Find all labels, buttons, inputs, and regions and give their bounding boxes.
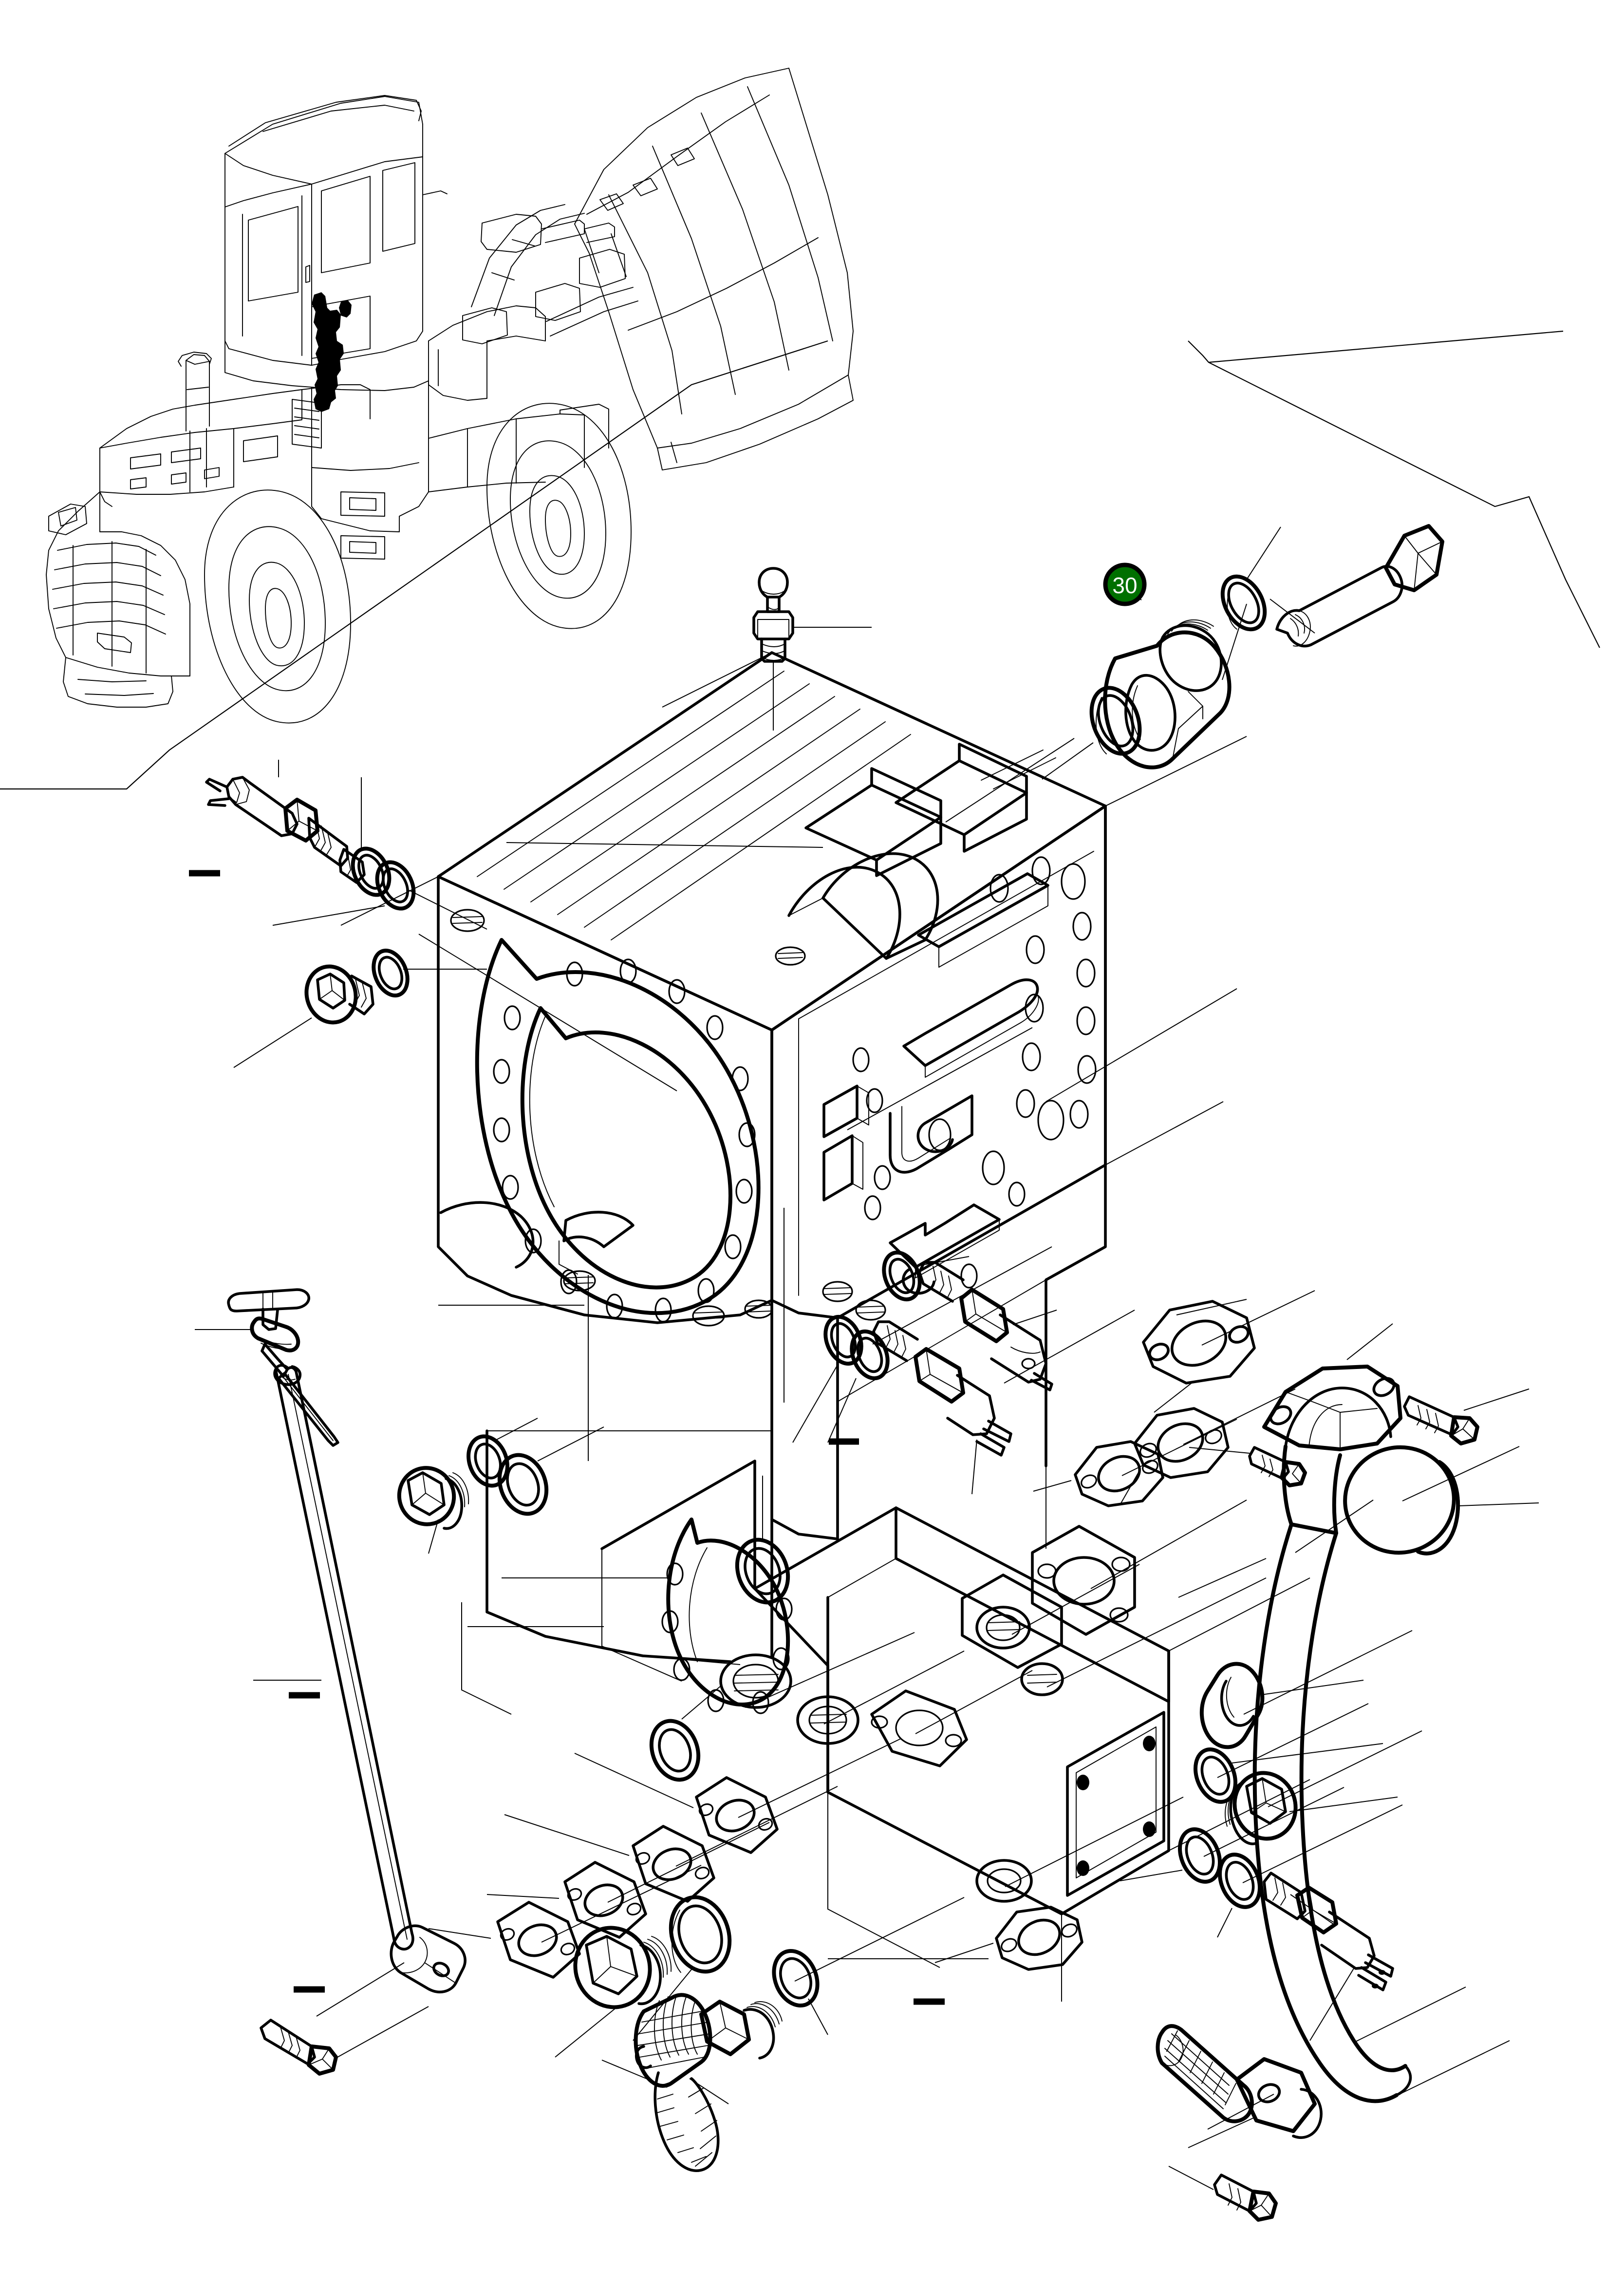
callout-30-label: 30 — [1112, 573, 1137, 598]
hex-union-bolt — [1269, 524, 1444, 648]
small-flange-gasket-left — [1033, 1440, 1164, 1507]
blank-dash-bottom-left — [289, 1692, 320, 1699]
sender-switch-lower — [1263, 1872, 1394, 2041]
loader-front-chassis — [428, 404, 609, 492]
cover-flange-gasket — [1120, 1381, 1230, 1505]
extension-lines — [418, 738, 1520, 2096]
dipstick-bracket-bolt — [260, 2006, 429, 2076]
port-plug-o-ring-lower-b — [1217, 1853, 1262, 1938]
callout-30-circle — [1103, 562, 1147, 606]
pressure-switch-lower — [872, 1320, 1012, 1495]
blank-dash-center-mid — [829, 1438, 859, 1445]
filler-cap-o-ring — [772, 1949, 828, 2035]
suction-tube-gasket — [1142, 1299, 1256, 1385]
blank-dash-lower-left — [294, 1986, 325, 1993]
strainer-flange-bolt — [1168, 2166, 1278, 2222]
switch-o-ring-a — [882, 1250, 970, 1302]
hex-socket-plug-washer — [372, 948, 487, 998]
inspection-cover-plate — [1066, 1711, 1165, 1897]
suction-strainer-screen — [1156, 2024, 1323, 2148]
breather-fitting — [752, 567, 872, 731]
pressure-switch-upper — [918, 1261, 1057, 1391]
port-plug-o-ring-upper — [1193, 1743, 1383, 1804]
loader-bucket — [574, 68, 854, 470]
location-highlight — [312, 292, 352, 412]
construction-lines — [340, 652, 1310, 2002]
blind-cover-plate — [1295, 1445, 1539, 1556]
loader-rear-wheel — [204, 489, 351, 724]
sender-washer-inner — [272, 860, 487, 930]
lower-valve-block — [600, 1460, 1170, 1915]
blank-dash-bottom-mid — [914, 1998, 945, 2005]
suction-tube-elbow — [1178, 1323, 1402, 1598]
filler-cap-with-chain — [601, 1993, 783, 2104]
sleeve-bushing — [1199, 1662, 1364, 1749]
hex-socket-plug — [233, 964, 374, 1068]
housing-washer-left — [467, 1418, 538, 1488]
loader-lift-arms — [428, 204, 638, 401]
dipstick-guide-tube — [253, 1364, 467, 2017]
callout-30[interactable]: 30 — [1103, 562, 1147, 606]
block-port-bosses — [719, 1525, 1136, 1903]
flange-gasket-a — [428, 1901, 581, 1979]
blind-cover-bolt — [1189, 1446, 1307, 1487]
flange-gasket-d — [574, 1753, 779, 1854]
block-gasket-right-a — [934, 1906, 1083, 1971]
connector-o-ring — [1220, 526, 1281, 632]
valve-gasket-mid — [497, 1426, 604, 1516]
blank-dash-left-upper — [189, 870, 220, 877]
frame-boundary — [0, 330, 1600, 790]
filler-cap-chain — [653, 2071, 720, 2173]
valve-gasket-lower — [649, 1686, 721, 1782]
loader-front-wheel — [486, 403, 632, 629]
elbow-flange-gasket — [1042, 686, 1142, 780]
suction-tube — [1252, 1522, 1412, 2103]
housing-plug-left — [397, 1466, 469, 1554]
port-plug-o-ring-lower-a — [1120, 1827, 1222, 1884]
suction-tube-bolt — [1403, 1388, 1530, 1445]
drain-plug-large — [555, 1926, 672, 2058]
flange-gasket-b — [486, 1861, 647, 1939]
switch-o-ring-c — [792, 1314, 863, 1443]
drain-plug-washer — [633, 1895, 732, 2041]
